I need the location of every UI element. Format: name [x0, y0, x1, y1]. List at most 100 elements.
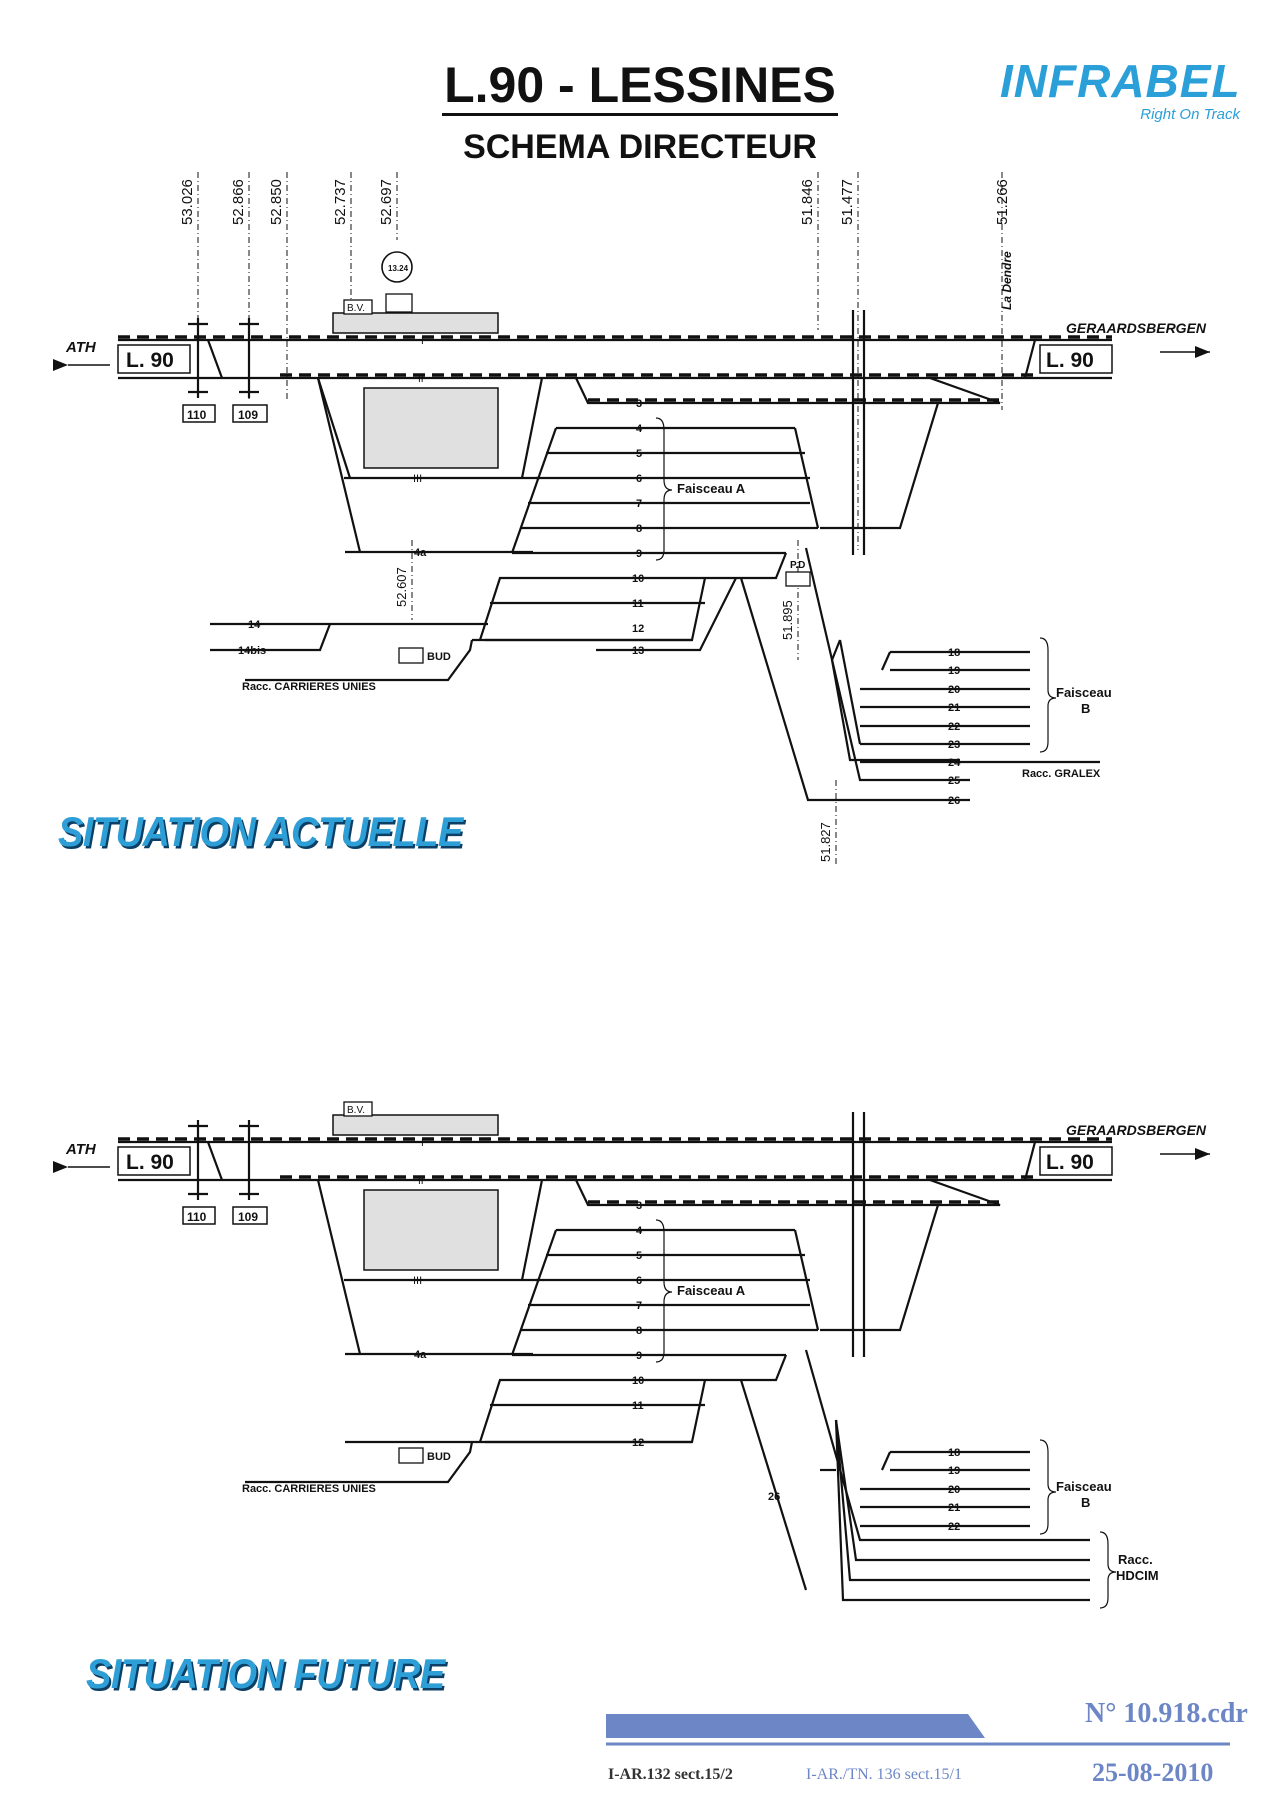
- page-title: L.90 - LESSINES: [0, 56, 1280, 116]
- dir-geraardsbergen-future: GERAARDSBERGEN: [1066, 1122, 1207, 1138]
- track-label-I: I: [421, 336, 424, 347]
- line-label-left-future: L. 90: [126, 1151, 174, 1174]
- signal-box-110: 110: [187, 408, 207, 422]
- svg-text:21: 21: [948, 702, 960, 714]
- svg-text:4: 4: [636, 1225, 643, 1237]
- circle-marker-label: 13.24: [388, 264, 409, 273]
- svg-text:11: 11: [632, 1400, 644, 1412]
- signal-box-109-future: 109: [238, 1210, 258, 1224]
- bud-label-future: BUD: [427, 1451, 451, 1463]
- svg-text:22: 22: [948, 1521, 960, 1533]
- svg-text:10: 10: [632, 573, 644, 585]
- svg-text:14: 14: [248, 619, 261, 631]
- pd-box: [785, 571, 811, 587]
- svg-text:4: 4: [636, 423, 643, 435]
- svg-text:III: III: [413, 1275, 422, 1287]
- la-dendre-label: La Dendre: [1000, 251, 1014, 310]
- track-label-II-future: II: [418, 1176, 424, 1187]
- km-marker-lines: [197, 172, 1003, 865]
- svg-text:20: 20: [948, 684, 960, 696]
- bud-box: [398, 647, 424, 664]
- km-53026: 53.026: [179, 179, 196, 225]
- faisceau-a-label-future: Faisceau A: [677, 1283, 746, 1298]
- doc-date: 25-08-2010: [1092, 1758, 1214, 1787]
- track-numbers-future: 3 4 5 6 7 8 9 10 11 12 III 4a 26: [413, 1200, 780, 1503]
- signal-box-110-future: 110: [187, 1210, 207, 1224]
- svg-text:26: 26: [768, 1491, 780, 1503]
- svg-text:21: 21: [948, 1502, 960, 1514]
- reference-1: I-AR.132 sect.15/2: [608, 1766, 733, 1783]
- km-51266: 51.266: [994, 179, 1011, 225]
- km-52850: 52.850: [268, 179, 285, 225]
- faisceau-b-letter: B: [1081, 701, 1090, 716]
- dir-ath-future: ATH: [65, 1141, 97, 1158]
- svg-text:4a: 4a: [414, 1349, 427, 1361]
- faisceau-b-letter-future: B: [1081, 1495, 1090, 1510]
- diagram-future: B.V. BUD ATH GERAARDSBERGEN L. 90 L. 90 …: [53, 1101, 1210, 1609]
- km-51827: 51.827: [818, 822, 833, 862]
- faisceau-b-tracks: [838, 639, 1100, 764]
- km-52607: 52.607: [394, 567, 409, 607]
- km-52866: 52.866: [230, 179, 247, 225]
- svg-text:12: 12: [632, 1437, 644, 1449]
- reference-2: I-AR./TN. 136 sect.15/1: [806, 1766, 962, 1783]
- svg-text:6: 6: [636, 1275, 642, 1287]
- svg-text:4a: 4a: [414, 547, 427, 559]
- track-label-II: II: [418, 374, 424, 385]
- track-label-I-future: I: [421, 1138, 424, 1149]
- svg-text:5: 5: [636, 1250, 642, 1262]
- km-52737: 52.737: [332, 179, 349, 225]
- track-numbers-b: 18 19 20 21 22 23 24 25 26: [948, 647, 961, 807]
- racc-hdcim-label: Racc.: [1118, 1552, 1153, 1567]
- platform-area: [363, 387, 499, 469]
- svg-text:9: 9: [636, 548, 642, 560]
- svg-text:8: 8: [636, 523, 642, 535]
- infrabel-logo: INFRABEL Right On Track: [1000, 58, 1240, 128]
- svg-text:8: 8: [636, 1325, 642, 1337]
- svg-text:7: 7: [636, 1300, 642, 1312]
- dir-ath: ATH: [65, 339, 97, 356]
- faisceau-b-label-future: Faisceau: [1056, 1479, 1112, 1494]
- bv-label-future: B.V.: [347, 1105, 365, 1116]
- svg-text:5: 5: [636, 448, 642, 460]
- line-label-left: L. 90: [126, 349, 174, 372]
- svg-text:20: 20: [948, 1484, 960, 1496]
- svg-text:19: 19: [948, 1465, 960, 1477]
- svg-text:14bis: 14bis: [238, 645, 266, 657]
- signal-box-109: 109: [238, 408, 258, 422]
- svg-text:24: 24: [948, 757, 961, 769]
- racc-carrieres-label: Racc. CARRIERES UNIES: [242, 681, 376, 693]
- pd-label: P.D: [790, 560, 805, 571]
- svg-text:3: 3: [636, 1200, 642, 1212]
- diagram-actuelle: 53.026 52.866 52.850 52.737 52.697 51.84…: [53, 172, 1210, 865]
- page-subtitle: SCHEMA DIRECTEUR: [463, 128, 817, 166]
- track-numbers-b-future: 18 19 20 21 22: [948, 1447, 960, 1533]
- svg-text:11: 11: [632, 598, 644, 610]
- situation-future-label: SITUATION FUTURE: [86, 1651, 445, 1699]
- svg-text:23: 23: [948, 739, 960, 751]
- logo-wordmark: INFRABEL: [1000, 55, 1241, 107]
- svg-text:9: 9: [636, 1350, 642, 1362]
- km-51895: 51.895: [780, 600, 795, 640]
- situation-actuelle-label: SITUATION ACTUELLE: [58, 809, 463, 857]
- line-label-right-future: L. 90: [1046, 1151, 1094, 1174]
- line-label-right: L. 90: [1046, 349, 1094, 372]
- faisceau-a-tracks: [510, 426, 820, 555]
- track-numbers: 3 4 5 6 7 8 9 10 11 12 13 III 4a 14 14bi…: [238, 398, 644, 657]
- logo-tagline: Right On Track: [1140, 106, 1240, 123]
- km-52697: 52.697: [378, 179, 395, 225]
- svg-text:18: 18: [948, 1447, 960, 1459]
- svg-text:7: 7: [636, 498, 642, 510]
- faisceau-a-label: Faisceau A: [677, 481, 746, 496]
- km-51846: 51.846: [799, 179, 816, 225]
- racc-hdcim-name: HDCIM: [1116, 1568, 1159, 1583]
- svg-text:19: 19: [948, 665, 960, 677]
- svg-text:22: 22: [948, 721, 960, 733]
- dir-geraardsbergen: GERAARDSBERGEN: [1066, 320, 1207, 336]
- svg-text:10: 10: [632, 1375, 644, 1387]
- svg-text:6: 6: [636, 473, 642, 485]
- svg-text:25: 25: [948, 775, 960, 787]
- km-51477: 51.477: [839, 179, 856, 225]
- bud-label: BUD: [427, 651, 451, 663]
